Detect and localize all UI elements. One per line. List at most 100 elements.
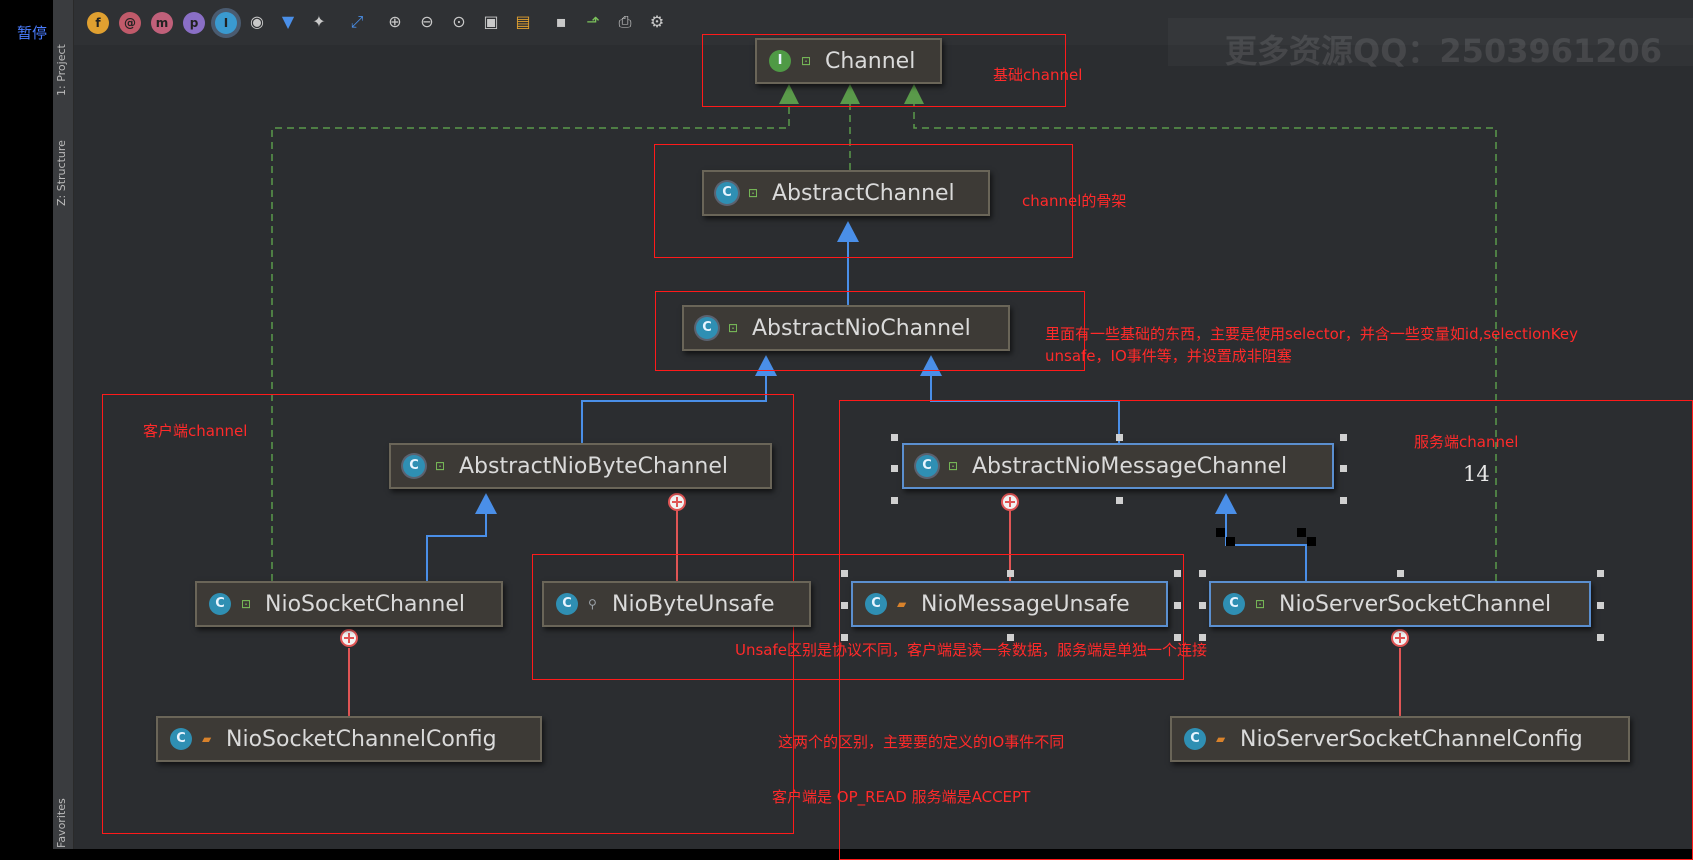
class-icon: C: [209, 593, 231, 615]
resize-handle[interactable]: [1116, 497, 1123, 504]
constructors-filter-button[interactable]: @: [119, 12, 141, 34]
resize-handle[interactable]: [1174, 634, 1181, 641]
resize-handle[interactable]: [1174, 570, 1181, 577]
abstract-class-icon: C: [696, 317, 718, 339]
tab-structure[interactable]: Z: Structure: [55, 140, 68, 206]
class-icon: C: [865, 593, 887, 615]
resize-handle[interactable]: [1597, 570, 1604, 577]
interface-icon: I: [769, 50, 791, 72]
layout-icon[interactable]: ⤢: [350, 12, 364, 31]
resize-handle[interactable]: [1597, 634, 1604, 641]
diagram-toolbar: f @ m p I ◉ ▼ ✦ ⤢ ⊕ ⊖ ⊙ ▣ ▤ ▪ ⬏ ⎙ ⚙: [73, 0, 1693, 45]
note-nio-channel-line2: unsafe，IO事件等，并设置成非阻塞: [1045, 347, 1292, 365]
resize-handle[interactable]: [1199, 602, 1206, 609]
filter-icon[interactable]: ▼: [281, 12, 295, 31]
tab-project[interactable]: 1: Project: [55, 44, 68, 96]
resize-handle[interactable]: [1174, 602, 1181, 609]
implements-arrow-right: [904, 84, 924, 104]
extends-arrow-byte: [475, 493, 497, 514]
print-preview-icon[interactable]: ⚙: [649, 12, 665, 31]
fields-filter-button[interactable]: f: [87, 12, 109, 34]
resize-handle[interactable]: [1340, 434, 1347, 441]
plus-icon: [1001, 493, 1019, 511]
class-node-nio-socket-channel-config[interactable]: C ▰ NioSocketChannelConfig: [156, 716, 542, 762]
public-icon: ⊡: [728, 321, 739, 335]
export-icon[interactable]: ⬏: [586, 12, 600, 31]
note-two-difference: 这两个的区别，主要要的定义的IO事件不同: [778, 733, 1065, 751]
resize-handle[interactable]: [841, 570, 848, 577]
class-node-abstract-nio-channel[interactable]: C ⊡ AbstractNioChannel: [682, 305, 1010, 351]
note-channel-skeleton: channel的骨架: [1022, 192, 1127, 210]
tool-window-strip: 1: Project Z: Structure Favorites: [53, 0, 74, 849]
resize-handle[interactable]: [1397, 570, 1404, 577]
node-label: AbstractNioChannel: [752, 315, 971, 341]
visibility-icon[interactable]: ◉: [250, 12, 264, 31]
node-label: NioSocketChannelConfig: [226, 726, 497, 752]
bend-handle[interactable]: [1216, 528, 1225, 537]
extends-line-server: [1225, 510, 1307, 581]
private-icon: ▰: [897, 597, 907, 611]
print-icon[interactable]: ⎙: [618, 12, 632, 31]
bend-handle[interactable]: [1307, 537, 1316, 546]
resize-handle[interactable]: [1199, 634, 1206, 641]
class-node-nio-byte-unsafe[interactable]: C ⚲ NioByteUnsafe: [542, 581, 811, 627]
public-icon: ⊡: [948, 459, 959, 473]
watermark-text: 更多资源QQ：2503961206: [1225, 32, 1663, 70]
bend-handle[interactable]: [1297, 528, 1306, 537]
zoom-out-icon[interactable]: ⊖: [420, 12, 434, 31]
node-label: Channel: [825, 48, 916, 74]
resize-handle[interactable]: [841, 634, 848, 641]
resize-handle[interactable]: [1340, 465, 1347, 472]
resize-handle[interactable]: [891, 497, 898, 504]
pause-label[interactable]: 暂停: [17, 24, 48, 42]
class-node-channel[interactable]: I ⊡ Channel: [755, 38, 942, 84]
resize-handle[interactable]: [891, 465, 898, 472]
apply-layout-icon[interactable]: ▤: [515, 12, 531, 31]
note-unsafe-difference: Unsafe区别是协议不同，客户端是读一条数据，服务端是单独一个连接: [735, 641, 1208, 659]
resize-handle[interactable]: [891, 434, 898, 441]
save-icon[interactable]: ▪: [555, 12, 567, 31]
annotation-box-channel: [702, 34, 1066, 107]
extends-line-socket: [426, 510, 487, 581]
implements-arrow-left: [779, 84, 799, 104]
note-client-channel: 客户端channel: [143, 422, 248, 440]
tab-favorites[interactable]: Favorites: [55, 798, 68, 848]
zoom-in-icon[interactable]: ⊕: [388, 12, 402, 31]
implements-arrow-mid: [840, 84, 860, 104]
methods-filter-button[interactable]: m: [151, 12, 173, 34]
plus-icon: [668, 493, 686, 511]
resize-handle[interactable]: [1007, 634, 1014, 641]
resize-handle[interactable]: [1007, 570, 1014, 577]
node-label: AbstractNioByteChannel: [459, 453, 728, 479]
extends-arrow-abstractchannel: [837, 221, 859, 242]
class-node-nio-socket-channel[interactable]: C ⊡ NioSocketChannel: [195, 581, 503, 627]
resize-handle[interactable]: [1340, 497, 1347, 504]
note-op-read-accept: 客户端是 OP_READ 服务端是ACCEPT: [772, 788, 1031, 806]
class-node-abstract-nio-message-channel[interactable]: C ⊡ AbstractNioMessageChannel: [902, 443, 1334, 489]
inner-class-lines: [348, 510, 1401, 716]
properties-filter-button[interactable]: p: [183, 12, 205, 34]
class-node-abstract-channel[interactable]: C ⊡ AbstractChannel: [702, 170, 990, 216]
class-node-nio-server-socket-channel[interactable]: C ⊡ NioServerSocketChannel: [1209, 581, 1591, 627]
class-node-nio-server-socket-channel-config[interactable]: C ▰ NioServerSocketChannelConfig: [1170, 716, 1630, 762]
actual-size-icon[interactable]: ⊙: [452, 12, 466, 31]
extends-line-message: [930, 372, 1120, 443]
bend-handle[interactable]: [1226, 537, 1235, 546]
implements-lines: [271, 100, 1497, 581]
public-icon: ⊡: [241, 597, 252, 611]
resize-handle[interactable]: [1116, 434, 1123, 441]
class-icon: C: [1223, 593, 1245, 615]
inner-classes-filter-button[interactable]: I: [215, 12, 237, 34]
resize-handle[interactable]: [1597, 602, 1604, 609]
class-icon: C: [556, 593, 578, 615]
class-node-nio-message-unsafe[interactable]: C ▰ NioMessageUnsafe: [851, 581, 1168, 627]
resize-handle[interactable]: [1199, 570, 1206, 577]
node-label: NioServerSocketChannelConfig: [1240, 726, 1583, 752]
fit-content-icon[interactable]: ▣: [483, 12, 499, 31]
resize-handle[interactable]: [841, 602, 848, 609]
node-label: NioServerSocketChannel: [1279, 591, 1552, 617]
pin-icon[interactable]: ✦: [312, 12, 326, 31]
node-label: AbstractChannel: [772, 180, 955, 206]
class-node-abstract-nio-byte-channel[interactable]: C ⊡ AbstractNioByteChannel: [389, 443, 772, 489]
node-label: NioMessageUnsafe: [921, 591, 1130, 617]
